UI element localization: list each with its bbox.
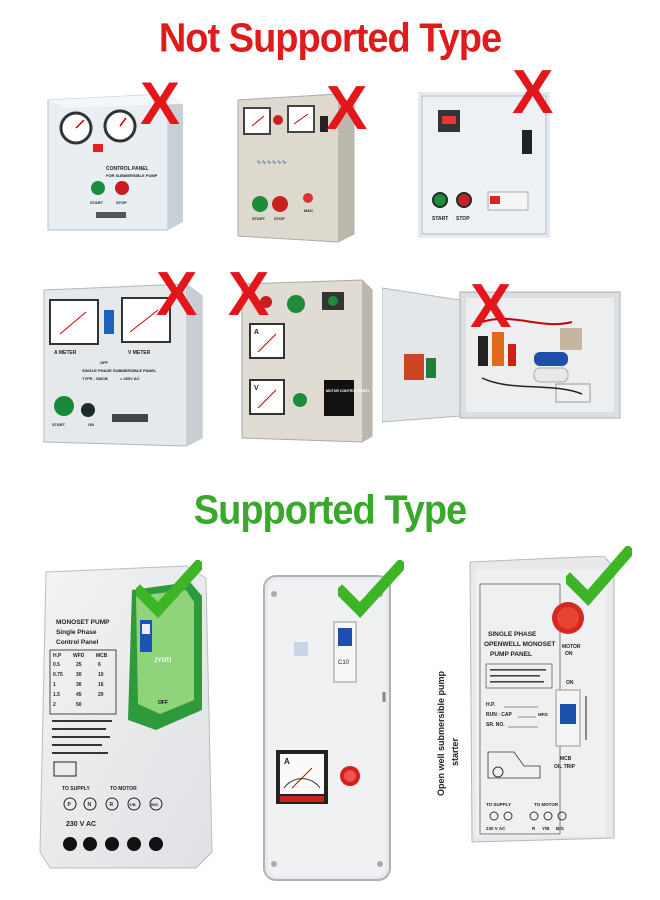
to-supply-label: TO SUPPLY	[62, 786, 90, 792]
cross-mark: X	[512, 58, 554, 127]
table-cell: 16	[98, 682, 104, 688]
table-cell: 6	[98, 662, 101, 668]
photo-ammeter-voltmeter-panel: CONTROL PANEL FOR SUBMERSIBLE PUMP START…	[38, 80, 188, 240]
voltage-label: 230 V AC	[66, 821, 96, 828]
terminal-label: Y/B	[542, 826, 550, 831]
terminal-label: P	[68, 802, 72, 808]
cross-mark: X	[470, 272, 512, 341]
terminal-label: Y/B	[129, 802, 136, 807]
mcb-label: MCB	[560, 756, 572, 762]
table-cell: 10	[98, 672, 104, 678]
field-label: SR. NO.	[486, 722, 505, 728]
panel-title: OPENWELL MONOSET	[484, 641, 555, 648]
panel-label: TYPE : SMCB	[82, 376, 108, 381]
cross-mark: X	[326, 74, 368, 143]
field-unit: MFD	[538, 712, 548, 717]
table-cell: 45	[76, 692, 82, 698]
table-cell: 0.5	[53, 662, 60, 668]
check-mark-icon	[338, 560, 404, 618]
panel-label: START	[52, 422, 66, 427]
check-mark-icon	[566, 546, 632, 607]
panel-label: SINGLE PHASE SUBMERSIBLE PANEL	[82, 368, 157, 373]
cross-mark: X	[140, 70, 181, 137]
table-cell: 1	[53, 682, 56, 688]
photo-indicator-lamp-panel: A V MOTOR CONTROL PANEL	[236, 276, 376, 444]
to-motor-label: TO MOTOR	[534, 802, 559, 807]
off-label: OFF	[158, 700, 168, 706]
check-mark-icon	[136, 560, 202, 618]
field-label: H.P.	[486, 702, 496, 708]
panel-title: SINGLE PHASE	[488, 631, 537, 638]
cross-mark: X	[156, 260, 198, 329]
on-label: ON	[566, 680, 574, 686]
panel-label: CONTROL PANEL	[106, 166, 149, 172]
table-cell: 0.75	[53, 672, 63, 678]
table-cell: 50	[76, 702, 82, 708]
motor-label: MOTOR	[562, 644, 581, 650]
table-cell: 20	[98, 692, 104, 698]
brand-label: JYOTI	[154, 658, 172, 664]
panel-label: FOR SUBMERSIBLE PUMP	[106, 173, 158, 178]
table-header: MCB	[96, 653, 108, 659]
table-header: WFD	[73, 653, 85, 659]
to-motor-label: TO MOTOR	[110, 786, 137, 792]
panel-label: ON	[88, 422, 94, 427]
cross-mark: X	[228, 260, 270, 329]
panel-label: START	[90, 200, 104, 205]
table-cell: 2	[53, 702, 56, 708]
panel-title: Single Phase	[56, 629, 97, 636]
terminal-label: 230 V AC	[486, 826, 506, 831]
panel-title: Control Panel	[56, 639, 98, 646]
panel-label: STOP	[456, 216, 470, 222]
panel-label: V	[254, 385, 259, 392]
panel-label: STOP	[116, 200, 127, 205]
panel-label: A	[254, 329, 259, 336]
panel-label: START	[252, 216, 266, 221]
photo-digital-display-panel: START STOP	[418, 92, 550, 238]
side-label: starter	[450, 737, 460, 766]
panel-label: STOP	[274, 216, 285, 221]
table-cell: 25	[76, 662, 82, 668]
table-cell: 30	[76, 672, 82, 678]
table-cell: 36	[76, 682, 82, 688]
panel-label: V METER	[128, 350, 151, 356]
svg-text:∿∿∿∿∿∿: ∿∿∿∿∿∿	[256, 160, 286, 166]
table-cell: 1.5	[53, 692, 60, 698]
panel-label: A METER	[54, 350, 77, 356]
supported-heading: Supported Type	[193, 488, 467, 534]
panel-label: M&C	[304, 208, 313, 213]
panel-title: PUMP PANEL	[490, 651, 532, 658]
not-supported-heading: Not Supported Type	[158, 15, 502, 62]
side-label: Open well submersible pump	[436, 670, 446, 796]
panel-title: MONOSET PUMP	[56, 619, 110, 626]
terminal-label: B/G	[151, 802, 158, 807]
terminal-label: N	[88, 802, 92, 808]
to-supply-label: TO SUPPLY	[486, 802, 511, 807]
photo-cream-dual-meter-panel: ∿∿∿∿∿∿ START STOP M&C	[230, 86, 362, 246]
spec-table: H.P WFD MCB 0.5 25 6 0.75 30 10 1 36 16 …	[49, 649, 117, 715]
mcb-label: OIL TRIP	[554, 764, 576, 770]
photo-mcb-meter-starter: C10 A	[258, 566, 400, 886]
field-label: RUN : CAP	[486, 712, 512, 718]
terminal-label: B/G	[556, 826, 565, 831]
panel-label: START	[432, 216, 448, 222]
motor-label: ON	[565, 651, 573, 657]
terminal-label: R	[110, 802, 114, 808]
terminal-label: R	[532, 826, 536, 831]
panel-label: MOTOR CONTROL PANEL	[326, 389, 371, 393]
panel-label: = 250V AC	[120, 376, 140, 381]
photo-single-phase-submersible-panel: A METER V METER SINGLE PHASE SUBMERSIBLE…	[36, 278, 212, 448]
photo-openwell-monoset-pump-panel: Open well submersible pump starter SINGL…	[428, 556, 630, 846]
ammeter-label: A	[284, 757, 290, 766]
panel-label: OFF	[100, 360, 109, 365]
photo-monoset-pump-control-panel: JYOTI OFF MONOSET PUMP Single Phase Cont…	[36, 562, 222, 878]
photo-open-wiring-cabinet	[382, 282, 628, 424]
mcb-rating: C10	[338, 660, 350, 666]
table-header: H.P	[53, 653, 62, 659]
terminal-badges: P N R Y/B B/G	[63, 797, 163, 811]
